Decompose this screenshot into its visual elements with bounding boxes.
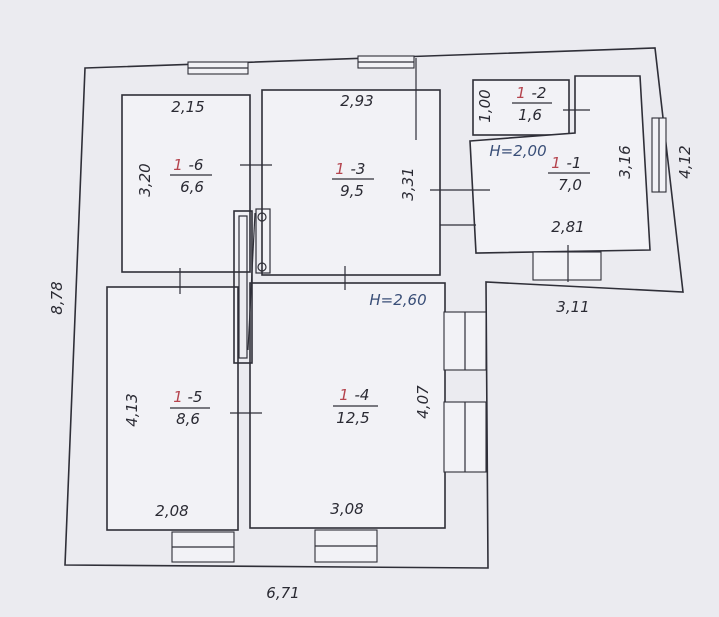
room-1-2 xyxy=(472,79,570,136)
room-1-4-area: 12,5 xyxy=(336,409,369,427)
room-1-1-dim-bottom: 2,81 xyxy=(551,218,584,236)
stove xyxy=(233,210,253,364)
room-1-1-dim-outer-bottom: 3,11 xyxy=(556,298,589,316)
room-1-3-dim-side: 3,31 xyxy=(399,167,417,200)
room-1-4-dim-side: 4,07 xyxy=(414,385,432,419)
room-1-4-dim-bottom: 3,08 xyxy=(330,500,363,518)
main-height: H=2,60 xyxy=(369,291,426,309)
room-1-6-area: 6,6 xyxy=(180,178,204,196)
room-1-1-num: -1 xyxy=(567,154,582,172)
stove-line xyxy=(247,212,256,351)
room-1-1-id: 1 xyxy=(551,154,561,172)
room-1-2-id: 1 xyxy=(516,84,526,102)
annex-bottom-window xyxy=(532,251,602,281)
room-1-3-dim-top: 2,93 xyxy=(340,92,373,110)
room-1-3-id: 1 xyxy=(335,160,345,178)
annex-height: H=2,00 xyxy=(489,142,546,160)
room-1-5-dim-bottom: 2,08 xyxy=(155,502,188,520)
room-1-6-dim-side: 3,20 xyxy=(136,163,154,196)
room-1-1-dim-side: 3,16 xyxy=(616,145,634,178)
room-1-3-num: -3 xyxy=(351,160,366,178)
room-1-2-dim-side: 1,00 xyxy=(476,89,494,122)
stove-inner xyxy=(238,215,248,359)
room-1-6-id: 1 xyxy=(173,156,183,174)
room-1-6-dim-top: 2,15 xyxy=(171,98,204,116)
room-1-1-area: 7,0 xyxy=(558,176,582,194)
room-1-1-dim-outer-side: 4,12 xyxy=(676,145,694,178)
room-1-1 xyxy=(469,75,651,254)
overall-width: 6,71 xyxy=(266,584,299,602)
room-1-5-num: -5 xyxy=(188,388,203,406)
room-1-3-area: 9,5 xyxy=(340,182,364,200)
room-1-4-id: 1 xyxy=(339,386,349,404)
room-1-5-dim-side: 4,13 xyxy=(123,393,141,426)
room-1-5-id: 1 xyxy=(173,388,183,406)
room-1-2-area: 1,6 xyxy=(518,106,542,124)
stove-vent-top xyxy=(257,212,267,222)
room-1-6-num: -6 xyxy=(189,156,204,174)
room-1-2-num: -2 xyxy=(532,84,547,102)
stove-duct xyxy=(255,208,271,274)
room-1-5-area: 8,6 xyxy=(176,410,200,428)
outer-wall xyxy=(64,47,684,569)
overall-height: 8,78 xyxy=(48,281,66,314)
room-1-4 xyxy=(249,282,446,529)
stove-vent-bottom xyxy=(257,262,267,272)
room-1-3 xyxy=(261,89,441,276)
room-1-4-num: -4 xyxy=(355,386,370,404)
room-1-6 xyxy=(121,94,251,273)
